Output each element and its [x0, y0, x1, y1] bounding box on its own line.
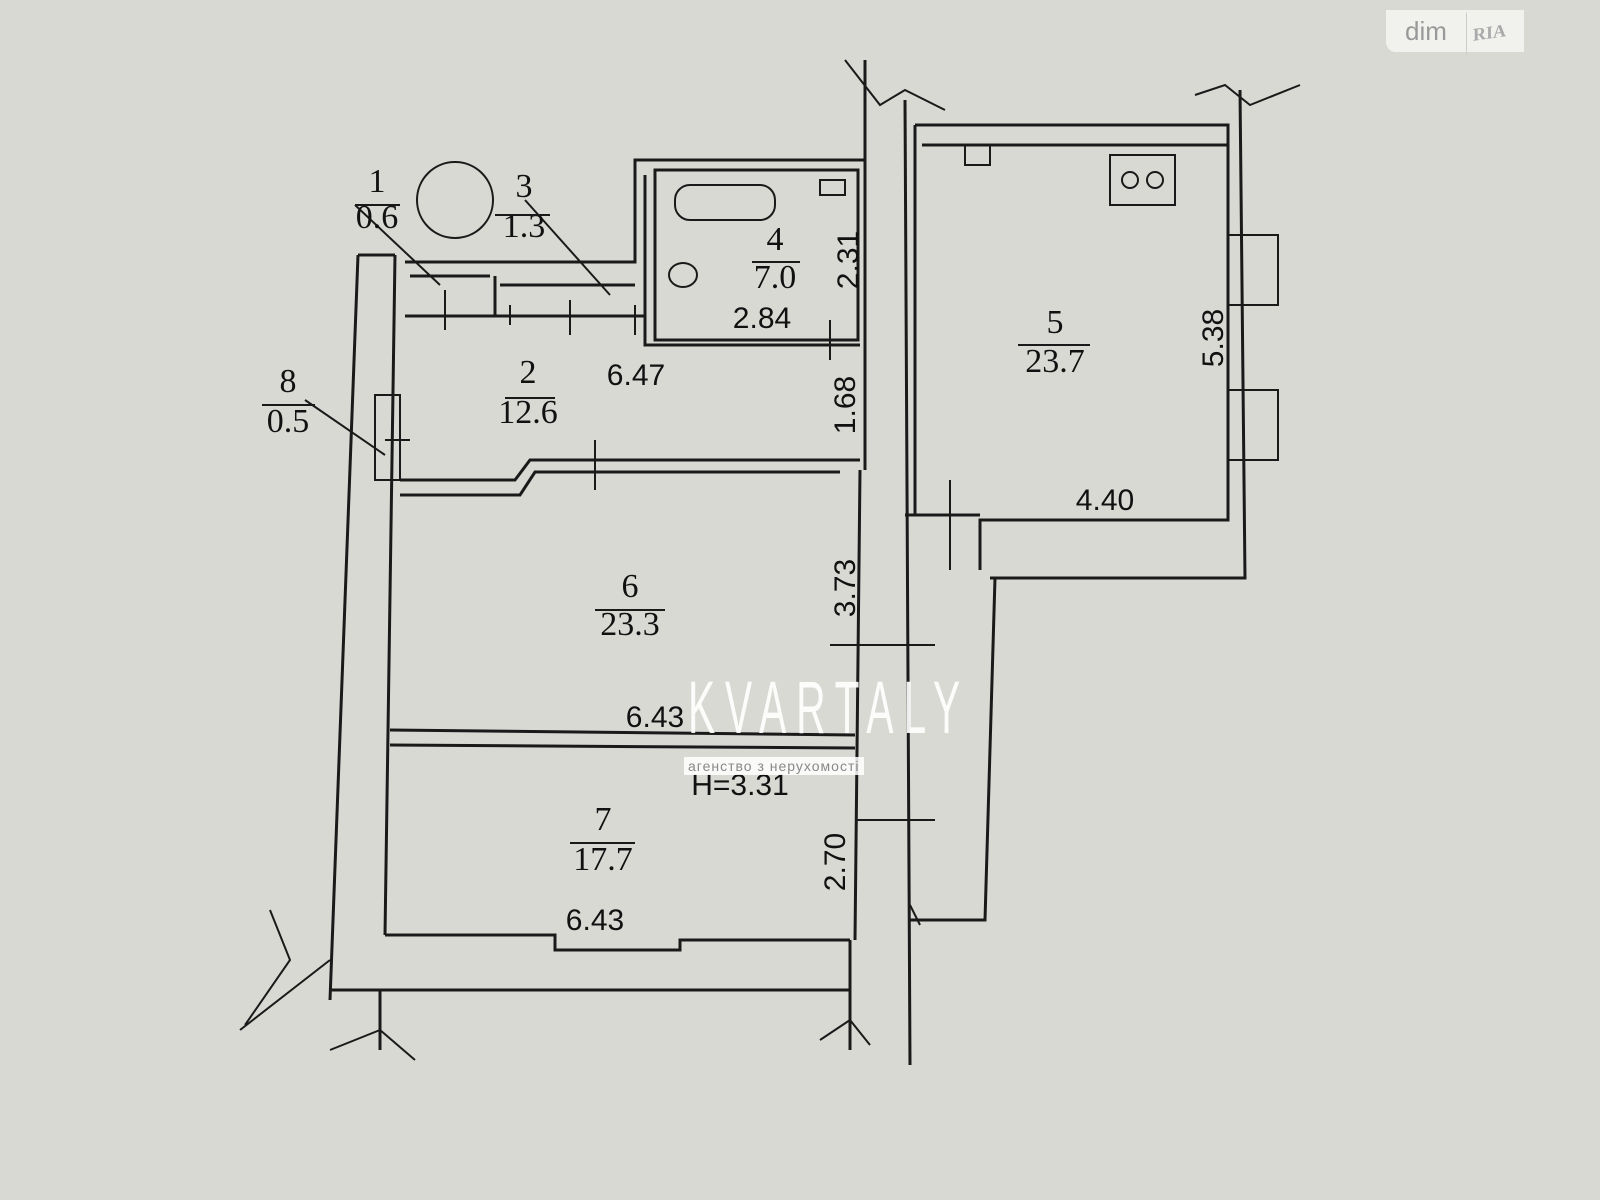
- dim-6-47: 6.47: [607, 359, 665, 392]
- room-2-area: 12.6: [498, 394, 558, 431]
- watermark-tagline: агенство з нерухомості: [684, 757, 864, 775]
- room-7-area: 17.7: [573, 841, 633, 878]
- room-2-number: 2: [520, 354, 537, 391]
- room-8-area: 0.5: [267, 403, 310, 440]
- room-4-area: 7.0: [754, 259, 797, 296]
- room-3-number: 3: [516, 168, 533, 205]
- logo-text: dim: [1405, 15, 1447, 46]
- dim-5-38: 5.38: [1197, 309, 1230, 367]
- room-8-number: 8: [280, 363, 297, 400]
- dim-ria-logo[interactable]: dim RIA: [1386, 7, 1524, 55]
- room-1-number: 1: [369, 163, 386, 200]
- dim-1-68: 1.68: [829, 376, 862, 434]
- room-6-number: 6: [622, 568, 639, 605]
- dimension-labels: 2.31 2.84 6.47 1.68 5.38 4.40 3.73 6.43 …: [566, 231, 1230, 937]
- logo-sub: RIA: [1466, 7, 1507, 55]
- watermark-brand: KVARTALY: [688, 666, 971, 749]
- room-5-area: 23.7: [1025, 343, 1085, 380]
- room-3-area: 1.3: [503, 208, 546, 245]
- dim-2-84: 2.84: [733, 302, 791, 335]
- dim-3-73: 3.73: [829, 559, 862, 617]
- dim-6-43-room7: 6.43: [566, 904, 624, 937]
- room-6-area: 23.3: [600, 606, 660, 643]
- room-5-number: 5: [1047, 304, 1064, 341]
- dim-6-43-room6: 6.43: [626, 701, 684, 734]
- dim-2-70: 2.70: [819, 833, 852, 891]
- room-labels: 1 0.6 2 12.6 3 1.3 4 7.0 5 23.7 6 23.3 7…: [262, 163, 1090, 878]
- dim-4-40: 4.40: [1076, 484, 1134, 517]
- walls: [239, 59, 1301, 1066]
- room-7-number: 7: [595, 801, 612, 838]
- room-4-number: 4: [767, 221, 784, 258]
- dim-2-31: 2.31: [832, 231, 865, 289]
